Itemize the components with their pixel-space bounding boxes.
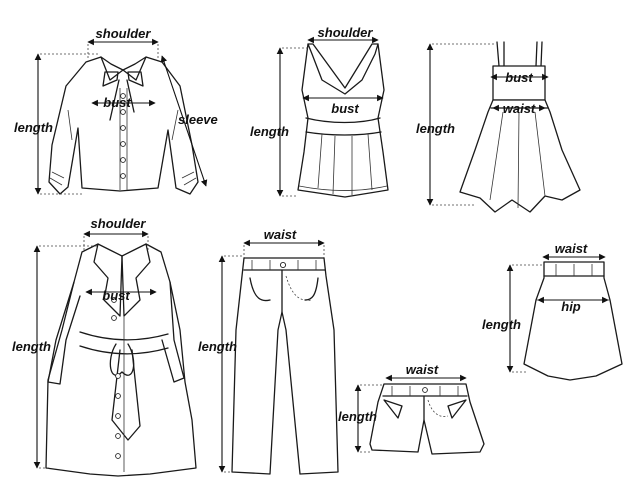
trench-coat-shoulder-label: shoulder (91, 216, 147, 231)
shorts-dimensions: waist length (338, 362, 467, 453)
trench-coat-length-label: length (12, 339, 51, 354)
trench-coat-bust-label: bust (102, 288, 130, 303)
trench-coat-buttons (111, 297, 121, 459)
camisole-illustration (297, 43, 389, 198)
camisole-shoulder-label: shoulder (318, 25, 374, 40)
skirt-waist-label: waist (555, 241, 588, 256)
camisole-dimensions: shoulder bust length (250, 25, 384, 197)
sundress-waist-label: waist (503, 101, 536, 116)
blouse-shoulder-label: shoulder (96, 26, 152, 41)
trousers-waist-label: waist (264, 227, 297, 242)
sundress-dimensions: bust waist length (416, 43, 549, 206)
camisole-length-label: length (250, 124, 289, 139)
blouse-length-label: length (14, 120, 53, 135)
trench-coat-illustration (45, 243, 197, 477)
skirt-length-label: length (482, 317, 521, 332)
blouse-buttons (120, 93, 126, 179)
skirt-dimensions: waist hip length (482, 241, 609, 373)
sundress-bust-label: bust (505, 70, 533, 85)
blouse-illustration (48, 56, 199, 195)
blouse-dimensions: shoulder bust length sleeve (14, 26, 218, 195)
skirt-hip-label: hip (561, 299, 581, 314)
sundress-illustration (459, 41, 581, 213)
shorts-length-label: length (338, 409, 377, 424)
skirt-illustration (523, 261, 623, 381)
trench-coat-dimensions: shoulder bust length (12, 216, 157, 469)
camisole-bust-label: bust (331, 101, 359, 116)
trousers-length-label: length (198, 339, 237, 354)
blouse-bust-label: bust (103, 95, 131, 110)
shorts-illustration (369, 383, 485, 455)
sundress-length-label: length (416, 121, 455, 136)
trousers-dimensions: waist length (198, 227, 325, 473)
blouse-sleeve-label: sleeve (178, 112, 218, 127)
shorts-waist-label: waist (406, 362, 439, 377)
trousers-illustration (231, 257, 339, 475)
